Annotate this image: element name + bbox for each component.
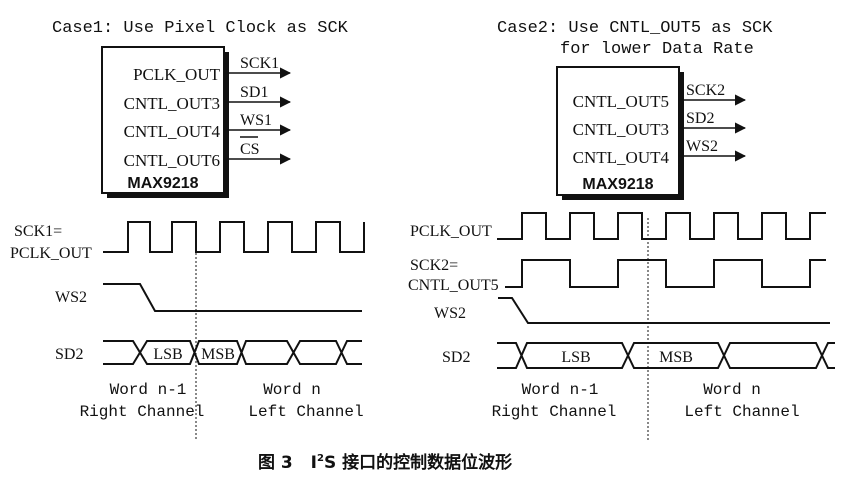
case1-word-left-line2: Right Channel [80, 403, 205, 421]
case1-chip-box [101, 46, 225, 194]
case1-msb: MSB [201, 346, 235, 363]
case1-pin-pclk-out: PCLK_OUT [133, 65, 221, 84]
case1-lsb: LSB [153, 346, 182, 363]
case2-word-left-line2: Right Channel [492, 403, 617, 421]
case1-pin-cntl-out6: CNTL_OUT6 [124, 151, 220, 170]
case2-signal-sck2: SCK2 [686, 82, 725, 99]
case2-word-right-line2: Left Channel [684, 403, 799, 421]
case1-title: Case1: Use Pixel Clock as SCK [52, 19, 349, 38]
case1-sd2-bus-waveform [103, 340, 362, 365]
case1-pin-cntl-out4: CNTL_OUT4 [124, 122, 221, 141]
case2-label-pclk-out: PCLK_OUT [410, 223, 492, 240]
case2-pclk-waveform [497, 212, 826, 240]
case2-label-ws2: WS2 [434, 305, 466, 322]
case2-chip-box [556, 66, 680, 196]
caption-superscript: 2 [317, 453, 324, 464]
case1-sck1-waveform [103, 221, 365, 253]
case1-ws2-waveform [103, 283, 362, 312]
case2-lsb: LSB [561, 349, 590, 366]
case1-signal-cs: CS [240, 141, 260, 158]
case2-sd2-bus-waveform [497, 342, 835, 369]
case1-signal-ws1: WS1 [240, 112, 272, 129]
caption-i: I [311, 453, 317, 473]
case2-title-line1: Case2: Use CNTL_OUT5 as SCK [497, 19, 773, 38]
case2-ws2-waveform [498, 297, 830, 324]
case1-word-right-line2: Left Channel [248, 403, 363, 421]
figure-caption: 图 3 I2S 接口的控制数据位波形 [258, 452, 512, 473]
case2-pin-cntl-out3: CNTL_OUT3 [573, 120, 669, 139]
case1-pin-cntl-out3: CNTL_OUT3 [124, 94, 220, 113]
case2-label-sck2: SCK2= [410, 257, 458, 274]
case1-word-right-line1: Word n [263, 381, 321, 399]
case2-title-line2: for lower Data Rate [560, 40, 754, 59]
case1-label-ws2: WS2 [55, 289, 87, 306]
case1-label-sck1: SCK1= [14, 223, 62, 240]
case1-word-left-line1: Word n-1 [110, 381, 187, 399]
case2-sck2-waveform [505, 259, 826, 288]
case1-label-sd2: SD2 [55, 346, 83, 363]
case2-label-sd2: SD2 [442, 349, 470, 366]
case2-pin-cntl-out5: CNTL_OUT5 [573, 92, 669, 111]
case2-signal-sd2: SD2 [686, 110, 714, 127]
caption-rest: S 接口的控制数据位波形 [324, 452, 512, 473]
case1-signal-sck1: SCK1 [240, 55, 279, 72]
case2-pin-cntl-out4: CNTL_OUT4 [573, 148, 670, 167]
case2-signal-ws2: WS2 [686, 138, 718, 155]
case1-signal-sd1: SD1 [240, 84, 268, 101]
case1-chip-name: MAX9218 [127, 175, 198, 192]
caption-prefix: 图 3 [258, 453, 293, 473]
case2-word-right-line1: Word n [703, 381, 761, 399]
case2-word-left-line1: Word n-1 [522, 381, 599, 399]
case2-label-cntl-out5: CNTL_OUT5 [408, 277, 499, 294]
case2-msb: MSB [659, 349, 693, 366]
case2-chip-name: MAX9218 [582, 176, 653, 193]
case1-label-pclk-out: PCLK_OUT [10, 245, 92, 262]
